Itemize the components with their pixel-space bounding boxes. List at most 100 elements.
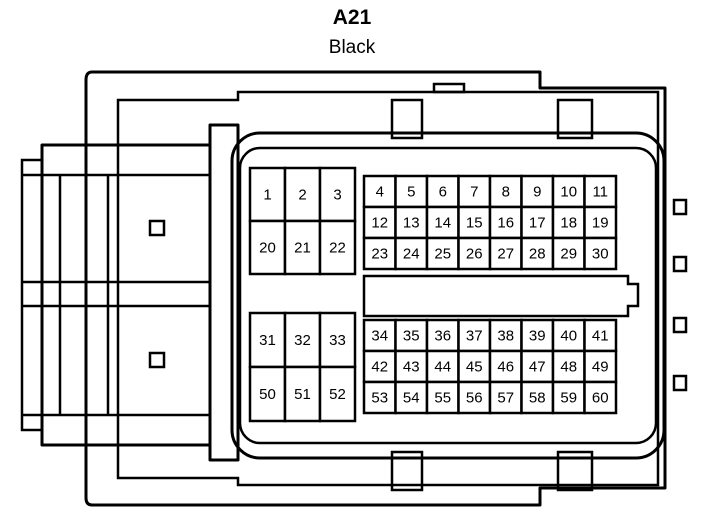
- cavity-label-5: 5: [407, 184, 415, 201]
- side-peg-3: [672, 316, 688, 334]
- housing-outline: [84, 70, 667, 507]
- cavity-label-32: 32: [294, 332, 311, 349]
- cavity-label-49: 49: [592, 359, 609, 376]
- latch-lock-lower: [148, 351, 166, 369]
- latch-center-bar: [22, 280, 210, 308]
- cavity-label-56: 56: [466, 390, 483, 407]
- cavity-label-31: 31: [259, 332, 276, 349]
- cavity-label-55: 55: [434, 390, 451, 407]
- cavity-label-48: 48: [560, 359, 577, 376]
- cavity-22: [318, 219, 357, 276]
- cavity-label-17: 17: [529, 215, 546, 232]
- cavity-label-42: 42: [371, 359, 388, 376]
- top-lock-tab-left: [390, 98, 424, 140]
- cavity-label-16: 16: [497, 215, 514, 232]
- cavity-49: [583, 349, 618, 384]
- cavity-label-43: 43: [403, 359, 420, 376]
- cavity-label-57: 57: [497, 390, 514, 407]
- cavity-label-15: 15: [466, 215, 483, 232]
- key-slot: [362, 274, 640, 318]
- cavity-38: [488, 318, 523, 353]
- cavity-label-46: 46: [497, 359, 514, 376]
- cavity-label-45: 45: [466, 359, 483, 376]
- cavity-label-47: 47: [529, 359, 546, 376]
- cavity-label-50: 50: [259, 386, 276, 403]
- cavity-32: [283, 311, 322, 369]
- cavity-label-34: 34: [371, 328, 388, 345]
- cavity-label-52: 52: [329, 386, 346, 403]
- bottom-lock-tab-right: [556, 450, 594, 492]
- cavity-label-29: 29: [560, 246, 577, 263]
- cavity-57: [488, 380, 523, 415]
- cavity-label-14: 14: [434, 215, 451, 232]
- bottom-lock-tab-left: [390, 450, 424, 492]
- connector-color: Black: [328, 37, 376, 58]
- cavity-label-22: 22: [329, 240, 346, 257]
- cavity-label-7: 7: [470, 184, 478, 201]
- cavity-25: [425, 236, 460, 271]
- cavity-label-24: 24: [403, 246, 420, 263]
- cavity-label-6: 6: [439, 184, 447, 201]
- cavity-label-33: 33: [329, 332, 346, 349]
- cavity-6: [425, 174, 460, 209]
- cavity-label-39: 39: [529, 328, 546, 345]
- cavity-label-4: 4: [376, 184, 384, 201]
- cavity-label-35: 35: [403, 328, 420, 345]
- cavity-label-44: 44: [434, 359, 451, 376]
- cavity-label-2: 2: [298, 187, 306, 204]
- cavity-label-30: 30: [592, 246, 609, 263]
- cavity-51: [283, 365, 322, 423]
- cavity-label-8: 8: [502, 184, 510, 201]
- cavity-label-11: 11: [592, 184, 608, 201]
- cavity-33: [318, 311, 357, 369]
- cavity-label-23: 23: [371, 246, 388, 263]
- cavity-52: [318, 365, 357, 423]
- connector-face-inner: [238, 146, 658, 445]
- cavity-47: [520, 349, 555, 384]
- cavity-label-27: 27: [497, 246, 514, 263]
- cavity-19: [583, 205, 618, 240]
- cavity-50: [248, 365, 287, 423]
- latch-flange: [20, 158, 44, 432]
- collar: [208, 123, 240, 462]
- cavity-label-26: 26: [466, 246, 483, 263]
- cavity-60: [583, 380, 618, 415]
- cavity-label-18: 18: [560, 215, 577, 232]
- cavity-5: [394, 174, 429, 209]
- cavity-label-1: 1: [263, 187, 271, 204]
- side-peg-2: [672, 255, 688, 273]
- cavity-label-41: 41: [592, 328, 609, 345]
- cavity-label-28: 28: [529, 246, 546, 263]
- cavity-label-21: 21: [294, 240, 311, 257]
- top-lock-tab-right: [556, 98, 594, 140]
- cavity-label-12: 12: [371, 215, 388, 232]
- cavity-53: [362, 380, 397, 415]
- cavity-label-53: 53: [371, 390, 388, 407]
- cavity-59: [551, 380, 586, 415]
- cavity-label-59: 59: [560, 390, 577, 407]
- cavity-label-20: 20: [259, 240, 276, 257]
- top-tab: [432, 82, 466, 94]
- connector-id: A21: [332, 6, 372, 29]
- cavity-13: [394, 205, 429, 240]
- cavity-label-13: 13: [403, 215, 420, 232]
- housing-inner-outline: [116, 90, 660, 487]
- cavity-3: [318, 166, 357, 223]
- cavity-label-19: 19: [592, 215, 609, 232]
- cavity-label-58: 58: [529, 390, 546, 407]
- latch-lock-upper: [148, 219, 166, 237]
- cavity-label-9: 9: [533, 184, 541, 201]
- cavity-label-60: 60: [592, 390, 609, 407]
- cavity-30: [583, 236, 618, 271]
- cavity-label-38: 38: [497, 328, 514, 345]
- cavity-label-54: 54: [403, 390, 420, 407]
- cavity-label-36: 36: [434, 328, 451, 345]
- connector-face: [230, 131, 666, 460]
- cavity-20: [248, 219, 287, 276]
- cavity-54: [394, 380, 429, 415]
- cavity-label-40: 40: [560, 328, 577, 345]
- cavity-label-51: 51: [294, 386, 311, 403]
- cavity-56: [457, 380, 492, 415]
